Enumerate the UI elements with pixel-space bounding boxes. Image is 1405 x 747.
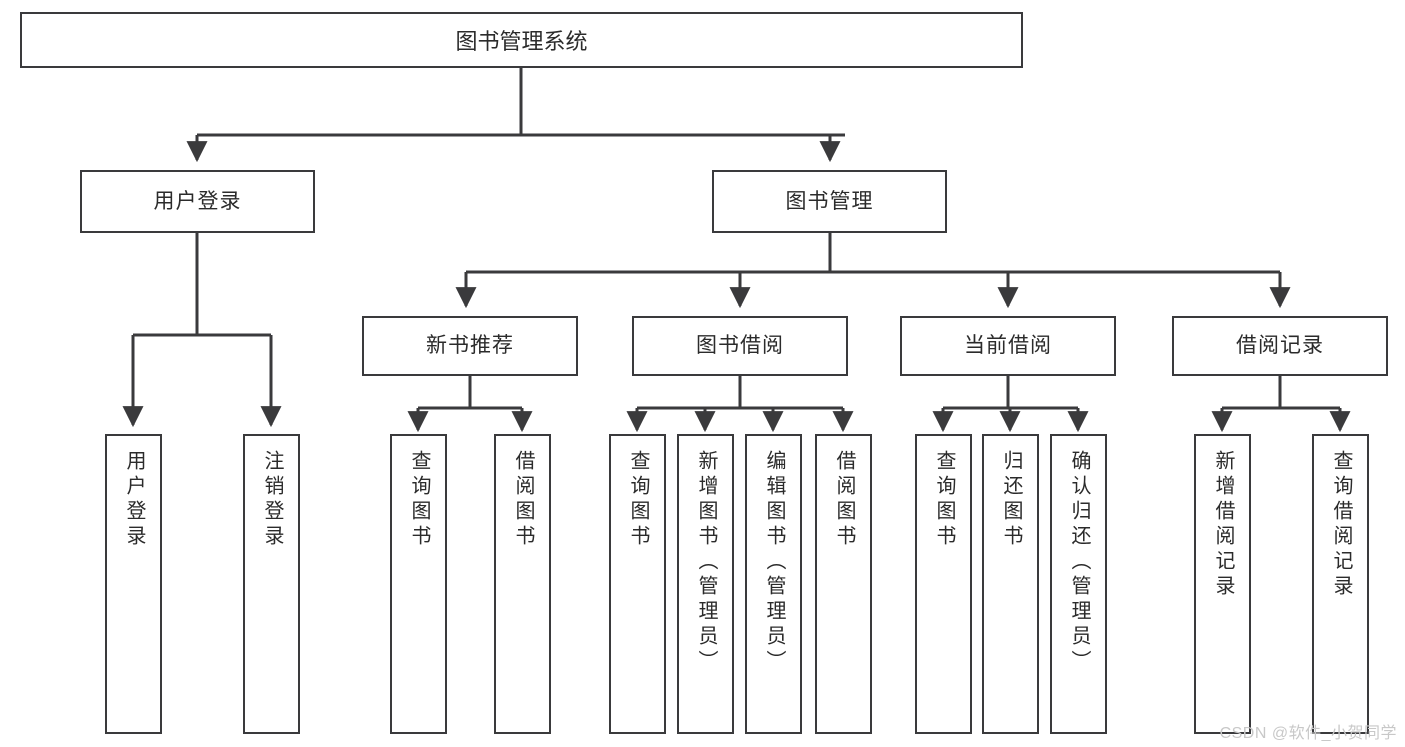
node-book-borrow-label: 图书借阅 <box>696 334 784 358</box>
leaf-user-login-label: 用户登录 <box>123 450 145 550</box>
node-new-book-recommend-label: 新书推荐 <box>426 334 514 358</box>
leaf-add-book[interactable]: 新增图书（管理员） <box>677 434 734 734</box>
leaf-add-book-label: 新增图书（管理员） <box>695 450 717 675</box>
leaf-query-record[interactable]: 查询借阅记录 <box>1312 434 1369 734</box>
leaf-edit-book-label: 编辑图书（管理员） <box>763 450 785 675</box>
leaf-user-logout[interactable]: 注销登录 <box>243 434 300 734</box>
leaf-query-record-label: 查询借阅记录 <box>1330 450 1352 600</box>
leaf-add-record-label: 新增借阅记录 <box>1212 450 1234 600</box>
leaf-borrow-book-1-label: 借阅图书 <box>512 450 534 550</box>
node-book-management-label: 图书管理 <box>785 189 874 213</box>
node-current-borrow[interactable]: 当前借阅 <box>900 316 1116 376</box>
node-user-login-label: 用户登录 <box>153 189 242 213</box>
leaf-return-book-label: 归还图书 <box>1000 450 1022 550</box>
leaf-borrow-book-1[interactable]: 借阅图书 <box>494 434 551 734</box>
leaf-query-book-1-label: 查询图书 <box>408 450 430 550</box>
leaf-confirm-return[interactable]: 确认归还（管理员） <box>1050 434 1107 734</box>
leaf-return-book[interactable]: 归还图书 <box>982 434 1039 734</box>
leaf-query-book-2-label: 查询图书 <box>627 450 649 550</box>
leaf-query-book-1[interactable]: 查询图书 <box>390 434 447 734</box>
leaf-query-book-2[interactable]: 查询图书 <box>609 434 666 734</box>
leaf-edit-book[interactable]: 编辑图书（管理员） <box>745 434 802 734</box>
node-user-login[interactable]: 用户登录 <box>80 170 315 233</box>
node-borrow-record-label: 借阅记录 <box>1236 334 1324 358</box>
leaf-query-book-3[interactable]: 查询图书 <box>915 434 972 734</box>
node-root[interactable]: 图书管理系统 <box>20 12 1023 68</box>
node-root-label: 图书管理系统 <box>455 29 588 54</box>
watermark: CSDN @软件_小贺同学 <box>1219 725 1397 742</box>
leaf-user-logout-label: 注销登录 <box>261 450 283 550</box>
leaf-add-record[interactable]: 新增借阅记录 <box>1194 434 1251 734</box>
leaf-user-login[interactable]: 用户登录 <box>105 434 162 734</box>
node-new-book-recommend[interactable]: 新书推荐 <box>362 316 578 376</box>
leaf-borrow-book-2[interactable]: 借阅图书 <box>815 434 872 734</box>
node-book-management[interactable]: 图书管理 <box>712 170 947 233</box>
node-book-borrow[interactable]: 图书借阅 <box>632 316 848 376</box>
leaf-query-book-3-label: 查询图书 <box>933 450 955 550</box>
node-borrow-record[interactable]: 借阅记录 <box>1172 316 1388 376</box>
node-current-borrow-label: 当前借阅 <box>964 334 1052 358</box>
leaf-borrow-book-2-label: 借阅图书 <box>833 450 855 550</box>
leaf-confirm-return-label: 确认归还（管理员） <box>1068 450 1090 675</box>
